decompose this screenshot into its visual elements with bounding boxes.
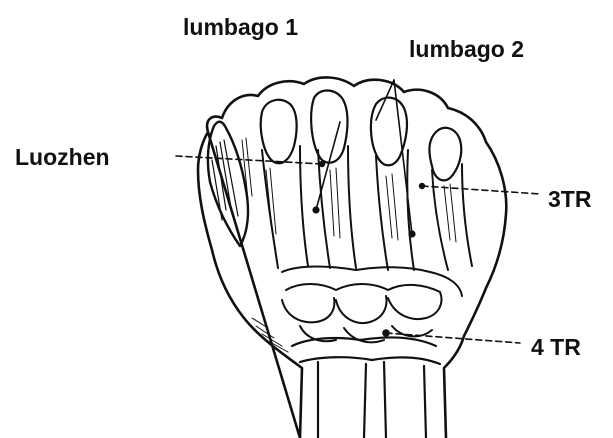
thumb-shading	[212, 140, 238, 220]
metacarpal-little	[432, 164, 472, 270]
metacarpal-index	[262, 146, 308, 268]
label-3tr: 3TR	[548, 188, 591, 211]
label-luozhen: Luozhen	[15, 146, 110, 169]
forearm-bones	[292, 338, 440, 438]
label-4tr: 4 TR	[531, 336, 581, 359]
leader-3tr	[422, 186, 540, 194]
carpal-bones	[282, 267, 462, 343]
label-lumbago-2: lumbago 2	[409, 38, 524, 61]
label-lumbago-1: lumbago 1	[183, 16, 298, 39]
leader-lines	[176, 156, 540, 343]
leader-lumbago-2-a	[394, 80, 412, 234]
knuckle-little	[429, 128, 461, 181]
knuckle-middle	[311, 91, 347, 163]
forearm-hatching	[252, 318, 288, 352]
fist-outline	[198, 77, 506, 438]
leader-lines-solid	[316, 80, 412, 234]
knuckle-index	[261, 100, 297, 163]
